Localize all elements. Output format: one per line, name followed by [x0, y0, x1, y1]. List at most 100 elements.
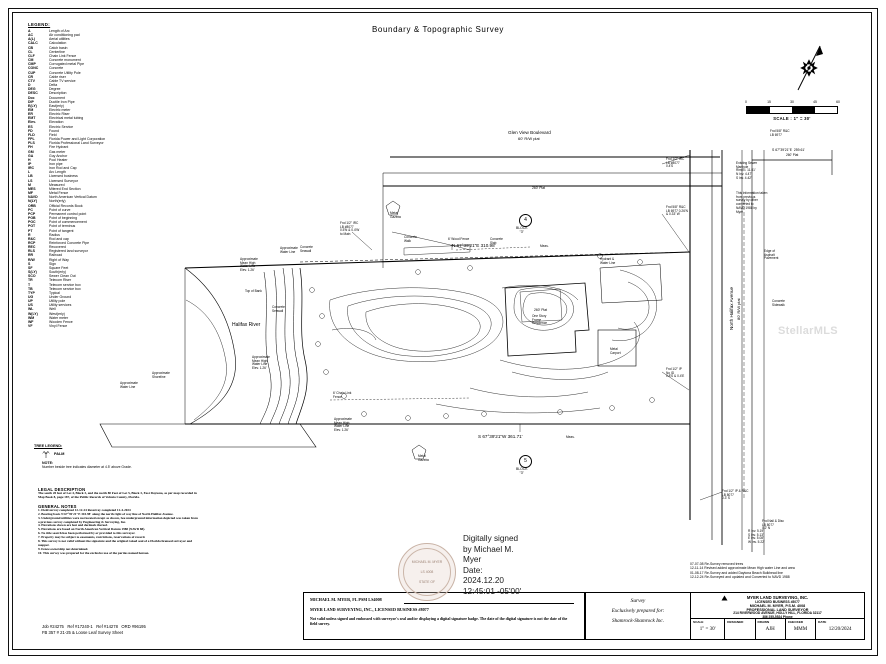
legend-item-definition: Length of Arc: [49, 29, 70, 33]
legend-item-definition: Mitered End Section: [49, 186, 81, 191]
legend-item-abbr: L: [28, 170, 31, 175]
legend-item-abbr: LS: [28, 178, 33, 183]
job-info-line1: Job #24275 Ref #17240-1 Ref #14278 ORD #…: [42, 624, 146, 629]
legend-item-abbr: TYP: [28, 290, 35, 295]
drawing-annotation: Approximate Mean High Water Line Elev. 1…: [240, 257, 258, 273]
revision-item: 12-11-14 Revised added approximate Mean …: [690, 566, 795, 571]
firm-surveyor: MICHAEL M. MYER, P.S.M. 4008: [749, 603, 806, 608]
legend-item-definition: Iron Rod and Cap: [49, 166, 77, 171]
legend-item-definition: Vinyl Fence: [49, 324, 68, 329]
legend-item: IRC Iron Rod and Cap: [28, 166, 136, 170]
legend-item-definition: Reinforced Concrete Pipe: [49, 240, 90, 245]
legend-item-definition: Typical: [49, 290, 60, 295]
drawing-annotation: Metal Carport: [610, 347, 621, 355]
legend-item-abbr: R/W: [28, 257, 35, 262]
revision-item: 07-07-08 Re-Survey removed trees: [690, 562, 744, 566]
legend-item-definition: Iron pipe: [49, 162, 63, 166]
firm-title: PROFESSIONAL LAND SURVEYOR: [746, 607, 809, 612]
legend-item-definition: Point of tangent: [49, 228, 74, 233]
drawing-annotation: Approximate Shoreline: [152, 371, 170, 379]
legend-item-definition: Document: [49, 95, 65, 100]
legend-item-definition: Sewer Clean Out: [49, 274, 76, 279]
legend-item-definition: Permanent control point: [49, 211, 87, 216]
legend-item-definition: Fire Hydrant: [49, 145, 69, 150]
legend-item-abbr: IRC: [28, 166, 35, 171]
legend-item-definition: Cable riser: [49, 74, 66, 79]
general-note-item: 7. Property may be subject to easements,…: [38, 535, 146, 540]
legend-item-definition: West(erly): [49, 311, 65, 316]
prepared-for-label: Exclusively prepared for:: [611, 608, 665, 614]
scale-bar-tick: 45: [813, 100, 817, 104]
survey-label: Survey: [630, 598, 646, 604]
palm-tree-icon: [42, 451, 50, 458]
legend-item-abbr: WF: [28, 319, 34, 324]
legend-item: TYP Typical: [28, 291, 136, 295]
legend-item-definition: Licensed Surveyor: [49, 178, 78, 183]
legend-item-abbr: DIP: [28, 99, 34, 104]
legend-item-abbr: LB: [28, 174, 33, 179]
legend-item-abbr: NAVD: [28, 195, 38, 200]
legend-item-definition: Found: [49, 128, 59, 133]
sig-line1: Digitally signed: [463, 534, 519, 543]
legend-item: A(L)Aerial utilities: [28, 37, 136, 41]
legend-item-definition: Concrete: [49, 66, 64, 71]
tree-legend-heading: TREE LEGEND:: [34, 444, 63, 448]
legal-description-block: LEGAL DESCRIPTION The south 20 feet of L…: [38, 487, 198, 556]
legend-item-definition: Measured: [49, 182, 65, 187]
sig-line5: 2024.12.20: [463, 576, 504, 585]
legal-body: The south 20 feet of Lot 4, Block 3, and…: [38, 491, 197, 499]
legend-item-abbr: D: [28, 83, 31, 88]
legend-item: PCP Permanent control point: [28, 212, 136, 216]
scale-bar-tick: 30: [790, 100, 794, 104]
legend-item-abbr: IP: [28, 162, 32, 166]
legend-item-definition: Concrete Utility Pole: [49, 70, 81, 75]
legend-item-abbr: Doc: [28, 95, 35, 100]
legend-item-abbr: PCP: [28, 211, 36, 216]
sig-line3: Myer: [463, 555, 482, 564]
legend-item-definition: Electrical metal tubing: [49, 116, 84, 121]
drawing-annotation: Fnd 1/2" IRC LB #8077 0.5'N & 0.4'W to M…: [340, 221, 360, 237]
seal-line2: LS 4008: [420, 570, 434, 574]
legend-item-abbr: POT: [28, 224, 36, 229]
drawing-annotation: Approximate Mean High Water Line Elev. 1…: [334, 417, 352, 433]
title-block-cell: DESIGNED: [725, 619, 756, 639]
drawing-annotation: Fnd 5/8" R&C LB 6977 0.26'N & 0.33' W: [666, 205, 688, 217]
drawing-annotation: Existing Sewer Manhole Rim El. 11.01' N …: [736, 161, 758, 180]
tree-legend: TREE LEGEND: PALM NOTE: Number beside tr…: [34, 444, 154, 469]
general-note-item: 2. Bearing basis N 67°39'21"E 310.98' al…: [38, 511, 174, 516]
legend-item-abbr: H: [28, 157, 31, 162]
legend-item-abbr: PLS: [28, 141, 35, 146]
legend-item-definition: Concrete monument: [49, 58, 81, 63]
legend-item-abbr: CM: [28, 58, 34, 63]
legend-item-abbr: ER: [28, 112, 33, 117]
legend-item-definition: Florida Professional Land Surveyor: [49, 141, 104, 146]
title-block-cell-value: MMM: [793, 627, 808, 632]
legend-item-abbr: W(LY): [28, 311, 38, 316]
legend-item-abbr: RLS: [28, 249, 35, 254]
drawing-annotation: One Story Frame Residence: [532, 314, 548, 326]
legend-item-definition: Delta: [49, 83, 58, 88]
scale-bar-caption: SCALE : 1" = 30': [773, 115, 811, 121]
drawing-annotation: Fnd 1/2" IRC LB #8077 0.4'S: [666, 157, 685, 169]
firm-phone: 386 255-5524 Phone: [762, 614, 793, 619]
legend-item-definition: Field: [49, 132, 57, 137]
general-note-item: 10. This survey was prepared for the exc…: [38, 550, 150, 555]
legend-item-abbr: CB: [28, 45, 34, 50]
digital-signature-text: Digitally signed by Michael M. Myer Date…: [463, 534, 521, 597]
